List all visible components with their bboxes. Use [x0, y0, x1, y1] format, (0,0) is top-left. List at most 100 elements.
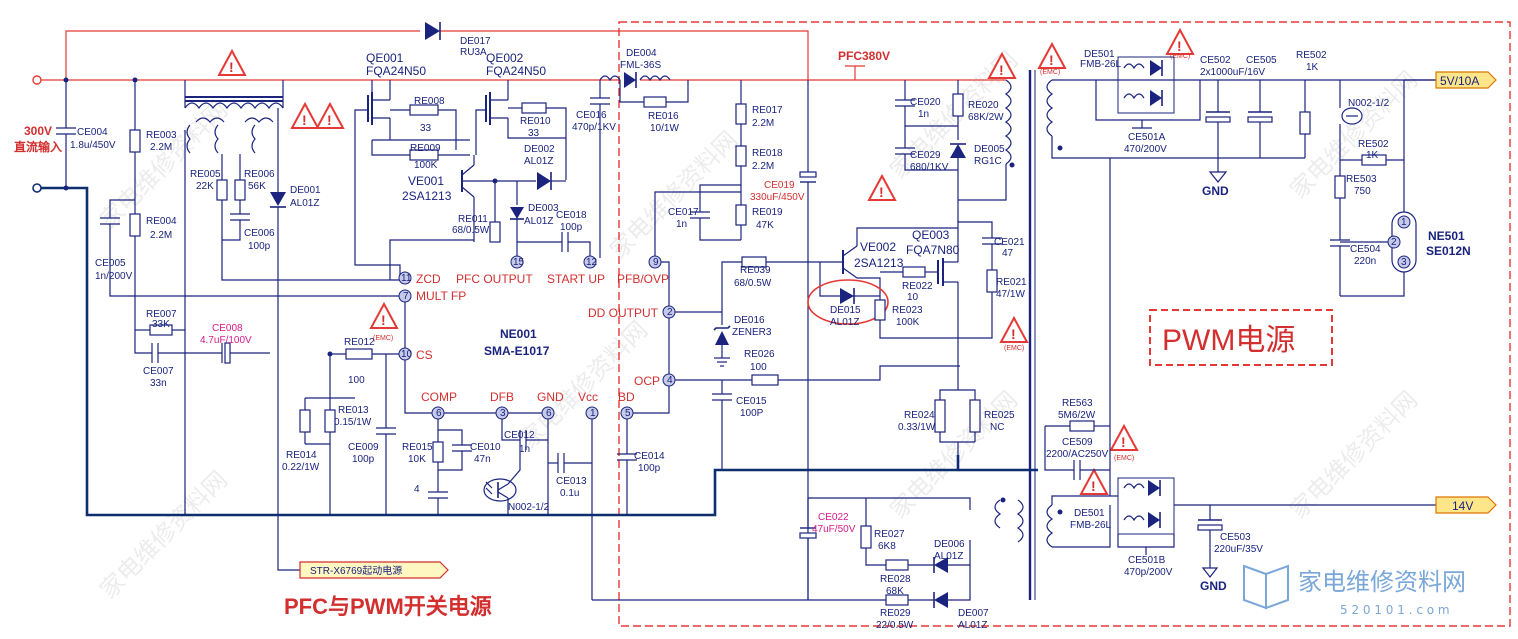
re013-value: 0.15/1W: [334, 417, 372, 428]
ce021-value: 47: [1002, 248, 1014, 259]
ce009-label: CE009: [348, 442, 379, 453]
re028-value: 68K: [886, 586, 904, 597]
ce006-label: CE006: [244, 228, 275, 239]
ce019-label: CE019: [764, 180, 795, 191]
svg-text:!: !: [1091, 478, 1096, 494]
warning-icon: !: [1165, 27, 1195, 55]
emc-tag: (EMC): [1170, 53, 1190, 60]
de501b-label: DE501: [1074, 508, 1105, 519]
ce018-label: CE018: [556, 210, 587, 221]
warning-icon: !: [999, 315, 1029, 343]
re008-value: 33: [420, 123, 432, 134]
de007-label: DE007: [958, 608, 989, 619]
pfc-rail-label: PFC380V: [838, 49, 890, 63]
ne501-pin1: 1: [1401, 217, 1407, 228]
de004-value: FML-36S: [620, 60, 661, 71]
re022-value: 10: [907, 292, 919, 303]
ve001-driver: VE001 2SA1213 DE002 AL01Z DE003 AL01Z RE…: [402, 144, 566, 243]
ce503-value: 220uF/35V: [1214, 544, 1263, 555]
pin-bd-label: BD: [618, 390, 635, 404]
qe001-mosfet: QE001 FQA24N50: [354, 51, 426, 155]
svg-text:!: !: [381, 312, 386, 328]
re029-value: 22/0.5W: [876, 620, 914, 631]
re011-label: RE011: [458, 214, 488, 225]
ce502-value: 2x1000uF/16V: [1200, 67, 1265, 78]
de017-rail: DE017 RU3A: [65, 22, 809, 80]
pin-pfb-label: PFB/OVP: [617, 272, 669, 286]
re015-value: 10K: [408, 454, 426, 465]
ce029-label: CE029: [910, 150, 941, 161]
re005-label: RE005: [190, 169, 221, 180]
re012-value: 100: [348, 375, 365, 386]
ce502-label: CE502: [1200, 55, 1231, 66]
re014-value: 0.22/1W: [282, 462, 320, 473]
ce007-value: 33n: [150, 378, 167, 389]
ce010-value: 47n: [474, 454, 491, 465]
ve001-label: VE001: [408, 174, 444, 188]
re563-label: RE563: [1062, 398, 1093, 409]
qe003-label: QE003: [912, 228, 950, 242]
output-5v-tag: 5V/10A: [1404, 71, 1497, 89]
pin4-text: 4: [414, 484, 420, 495]
ce010-label: CE010: [470, 442, 501, 453]
str-start-tag: STR-X6769起动电源: [299, 561, 449, 579]
re502b-value: 1K: [1366, 150, 1379, 161]
warning-icon: !: [1109, 423, 1139, 451]
pin-7: 7: [403, 291, 409, 302]
re006-value: 56K: [248, 181, 266, 192]
ce509-label: CE509: [1062, 437, 1093, 448]
de016-value: ZENER3: [732, 327, 772, 338]
re024-label: RE024: [904, 410, 935, 421]
ce004-label: CE004: [77, 127, 108, 138]
de007-value: AL01Z: [958, 620, 987, 631]
re017-value: 2.2M: [752, 118, 774, 129]
warning-icon: !: [987, 51, 1017, 79]
de017-value: RU3A: [460, 47, 487, 58]
de015-value: AL01Z: [830, 317, 859, 328]
pin-gnd-label: GND: [537, 390, 564, 404]
de003-value: AL01Z: [524, 216, 553, 227]
svg-text:!: !: [879, 184, 884, 200]
svg-text:!: !: [999, 62, 1004, 78]
ce504-label: CE504: [1350, 244, 1381, 255]
ce018-value: 100p: [560, 222, 583, 233]
ce022-label: CE022: [818, 512, 849, 523]
re014-label: RE014: [286, 450, 317, 461]
re003-value: 2.2M: [150, 142, 172, 153]
ce019-value: 330uF/450V: [750, 192, 805, 203]
re015-label: RE015: [402, 442, 433, 453]
ce007-label: CE007: [143, 366, 174, 377]
de002-label: DE002: [524, 144, 555, 155]
pin-6: 6: [436, 408, 442, 419]
ve002-part: 2SA1213: [854, 256, 904, 270]
ce020-label: CE020: [910, 97, 941, 108]
re011-value: 68/0.5W: [452, 225, 490, 236]
ne501-pin3: 3: [1401, 257, 1407, 268]
re008-label: RE008: [414, 96, 445, 107]
svg-text:!: !: [1177, 38, 1182, 54]
re017-label: RE017: [752, 105, 783, 116]
pwm-section-box: [618, 21, 1511, 627]
ce503-capacitor: GND CE503 220uF/35V: [1197, 505, 1263, 593]
re004-label: RE004: [146, 216, 177, 227]
pin-dfb-label: DFB: [490, 390, 514, 404]
re502-value: 1K: [1306, 62, 1319, 73]
de501-label: DE501: [1084, 49, 1115, 60]
watermark-text: 家电维修资料网: [1284, 386, 1423, 525]
ce008-label: CE008: [212, 323, 243, 334]
ve002-label: VE002: [860, 240, 896, 254]
ce021-re021-snubber: CE021 47 RE021 47/1W: [958, 221, 1027, 339]
ce016-value: 470p/1KV: [572, 122, 616, 133]
ce009-value: 100p: [352, 454, 375, 465]
main-title: PFC与PWM开关电源: [284, 594, 492, 619]
output-14v-tag: 14V: [1435, 496, 1497, 514]
re502-label: RE502: [1296, 50, 1327, 61]
re007-label: RE007: [146, 309, 177, 320]
qe003-mosfet: QE003 FQA7N80 RE022 10 RE023 100K: [874, 220, 960, 390]
highlight-circle: [807, 279, 889, 325]
input-desc-label: 直流输入: [14, 139, 62, 154]
re563-value: 5M6/2W: [1058, 410, 1096, 421]
warning-icon: !: [1037, 41, 1067, 69]
re024-value: 0.33/1W: [898, 422, 936, 433]
ce004-value: 1.8u/450V: [70, 140, 116, 151]
